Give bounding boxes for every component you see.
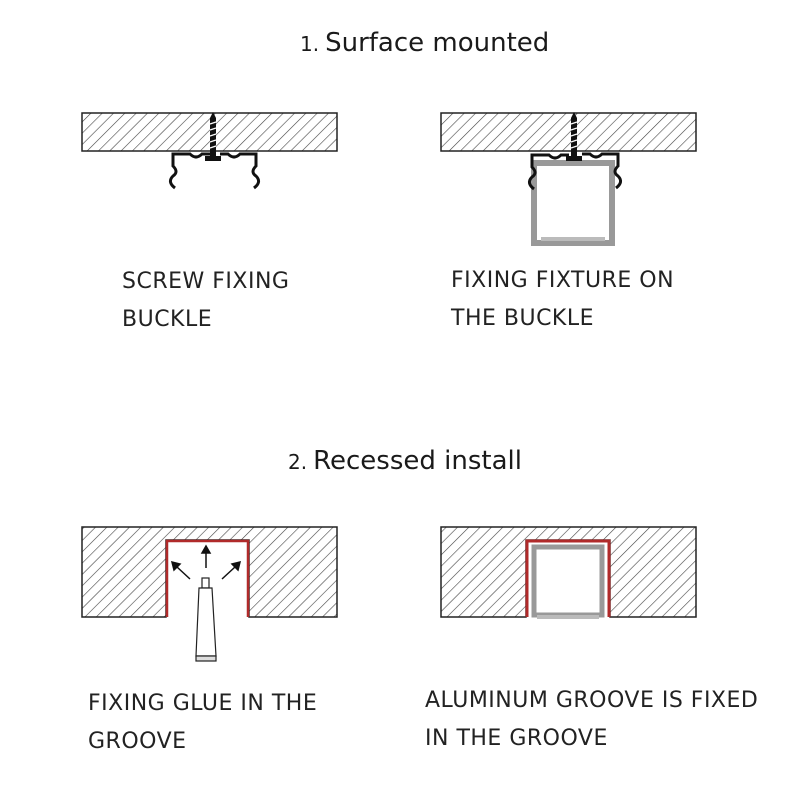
section-2-title: 2.Recessed install [288,446,522,476]
aluminum-profile [531,544,605,619]
ceiling-board [81,112,338,152]
glue-in-groove-diagram [81,526,338,662]
aluminum-profile [531,160,615,246]
section-1-title: 1.Surface mounted [300,28,550,58]
screw-fixing-buckle-diagram [81,112,338,190]
glue-line [525,539,611,617]
label-fixing-fixture: FIXING FIXTURE ON THE BUCKLE [451,268,675,331]
aluminum-groove-fixed-diagram [440,526,697,619]
glue-line [165,539,250,617]
buckle-clip [168,152,261,190]
label-screw-fixing-buckle: SCREW FIXING BUCKLE [122,269,290,332]
screw-icon [205,112,221,161]
glue-tube-icon [195,577,217,662]
label-fixing-glue: FIXING GLUE IN THE GROOVE [88,691,318,754]
label-aluminum-groove: ALUMINUM GROOVE IS FIXED IN THE GROOVE [425,688,759,751]
screw-icon [566,112,582,161]
ceiling-board [440,112,697,152]
arrow-icons [170,544,242,580]
fixture-on-buckle-diagram [440,112,697,246]
buckle-clip [527,152,623,191]
